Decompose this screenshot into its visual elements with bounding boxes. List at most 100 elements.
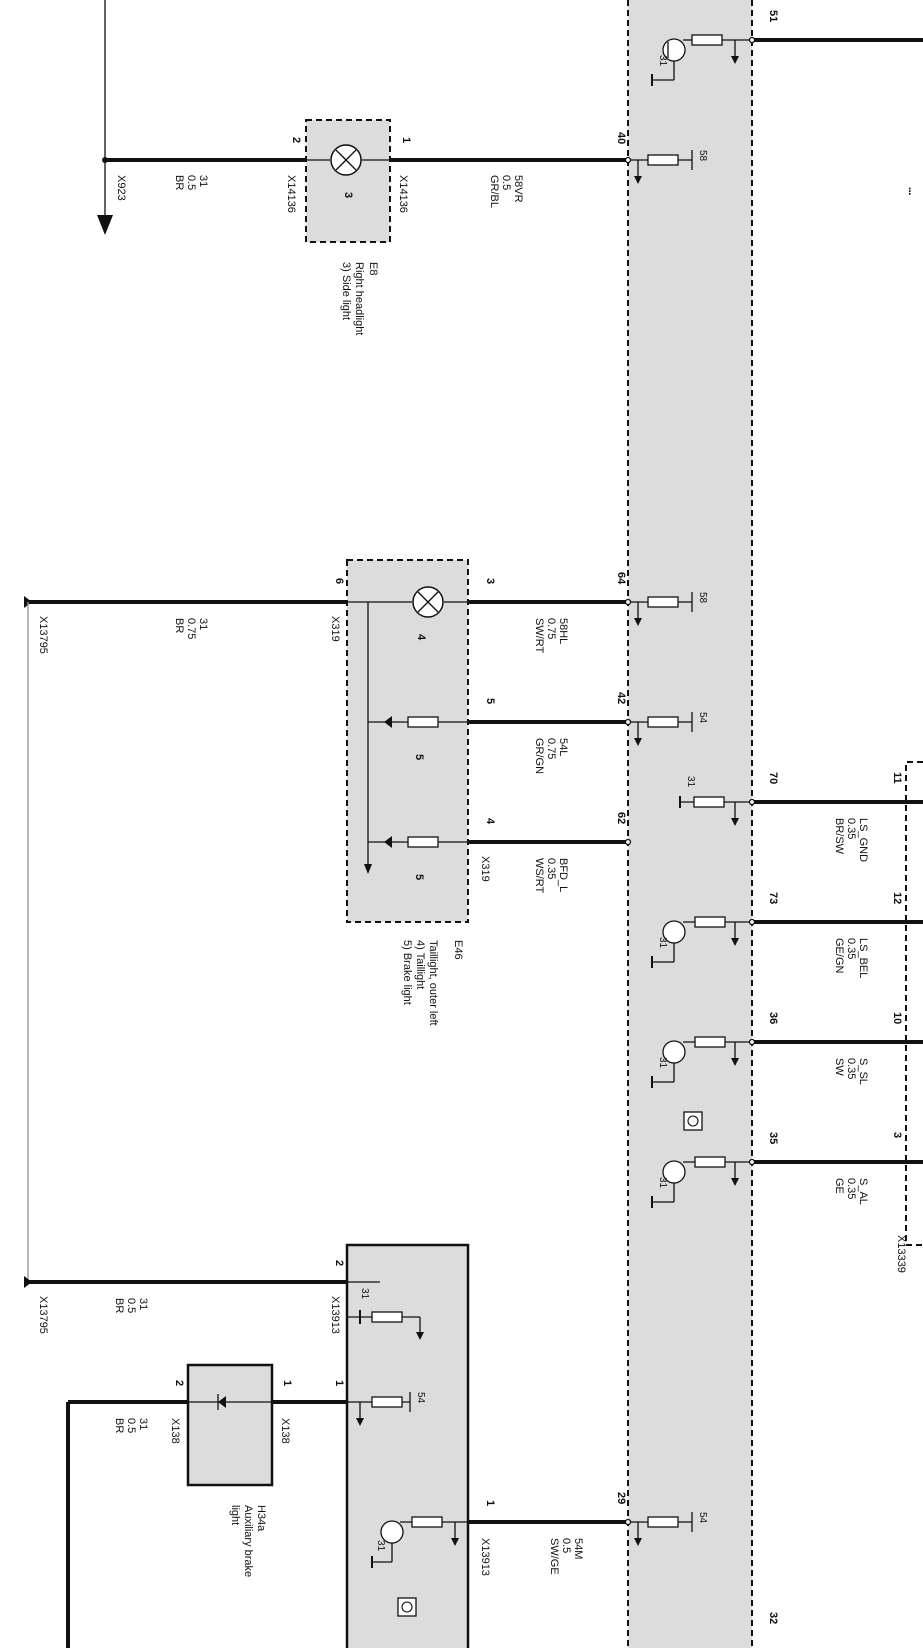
resistor-icon xyxy=(694,1036,726,1048)
wire-signal: LS_GND xyxy=(857,818,869,862)
e46-pin-6: 6 xyxy=(333,578,345,584)
e8-pin-1: 1 xyxy=(400,137,412,143)
wire-color: BR xyxy=(173,175,185,190)
wire-color: SW/RT xyxy=(533,618,545,654)
led-icon xyxy=(384,716,392,728)
h34a-aux-brake-light: 2 1 X138 X138 H34a Auxiliary brake light xyxy=(66,1363,293,1648)
gnd-label: 31 xyxy=(657,1057,668,1069)
arrow-icon xyxy=(731,1178,739,1186)
module-pin-62: 62 xyxy=(615,812,627,824)
arrow-icon xyxy=(634,738,642,746)
x13795-top: X13795 xyxy=(24,596,49,1280)
wire-size: 0.75 xyxy=(545,738,557,759)
wire-color: GR/GN xyxy=(533,738,545,774)
h34a-conn-b: X138 xyxy=(279,1418,291,1444)
wire-size: 0.75 xyxy=(545,618,557,639)
e8-box xyxy=(305,119,391,243)
arrow-icon xyxy=(634,1538,642,1546)
x13913-pin-2: 2 xyxy=(333,1260,345,1266)
h34a-desc1: Auxiliary brake xyxy=(242,1505,254,1577)
x13795-label-b: X13795 xyxy=(37,1296,49,1334)
e8-right-headlight: 3 2 1 X14136 X14136 E8 Right headlight 3… xyxy=(105,119,628,335)
gnd-label: 31 xyxy=(657,1177,668,1189)
led-icon xyxy=(384,836,392,848)
wire-color: SW/GE xyxy=(548,1538,560,1575)
module-pin-29: 29 xyxy=(615,1492,627,1504)
e46-pin-3: 3 xyxy=(484,578,496,584)
arrow-icon xyxy=(634,618,642,626)
resistor-icon xyxy=(371,1311,403,1323)
control-module xyxy=(627,0,753,1648)
logic-icon xyxy=(397,1597,417,1617)
x13913-pin-1b: 1 xyxy=(484,1500,496,1506)
x13913-conn-bottom: X13913 xyxy=(479,1538,491,1576)
supply-label: 54 xyxy=(697,1512,708,1524)
h34a-gnd-label: 31 0.5 BR xyxy=(113,1418,149,1433)
resistor-icon xyxy=(647,596,679,608)
terminal xyxy=(748,798,756,806)
gnd-label: 31 xyxy=(359,1288,370,1300)
module-pin-32: 32 xyxy=(767,1612,779,1624)
e8-feed-label: 58VR 0.5 GR/BL xyxy=(488,175,524,208)
module-pin-40: 40 xyxy=(615,132,627,144)
h34a-pin-1: 1 xyxy=(281,1380,293,1386)
x13339-connector: X13339 xyxy=(895,761,923,1273)
gnd-label: 31 xyxy=(657,937,668,949)
arrow-icon xyxy=(731,1058,739,1066)
wire-size: 0.5 xyxy=(500,175,512,190)
wire-color: GR/BL xyxy=(488,175,500,208)
wire-pin-51: 51 ⁝ xyxy=(752,10,923,198)
x13913-54-label: 54M 0.5 SW/GE xyxy=(548,1538,584,1575)
e46-id: E46 xyxy=(452,940,464,960)
internal-transistor-36: 31 xyxy=(651,1036,752,1131)
h34a-box xyxy=(186,1363,274,1487)
arrow-icon xyxy=(356,1418,364,1426)
wire-size: 0.35 xyxy=(845,818,857,839)
internal-transistor-73: 31 xyxy=(651,916,752,968)
wire-size: 0.75 xyxy=(185,618,197,639)
h34a-id: H34a xyxy=(255,1505,267,1532)
resistor-icon xyxy=(407,716,439,728)
terminal xyxy=(624,1518,632,1526)
x13913-gnd-label: 31 0.5 BR xyxy=(113,1298,149,1313)
x13913-pin-1a: 1 xyxy=(333,1380,345,1386)
wire-signal: 31 xyxy=(197,618,209,630)
supply-label: 58 xyxy=(697,592,708,604)
arrow-icon xyxy=(24,1276,32,1288)
e46-lamp-ref: 4 xyxy=(415,634,427,641)
wire-signal: 31 xyxy=(197,175,209,187)
resistor-icon xyxy=(407,836,439,848)
h34a-desc2: light xyxy=(229,1505,241,1525)
h34a-pin-2: 2 xyxy=(173,1380,185,1386)
terminal xyxy=(748,1158,756,1166)
e46-54-label: 54L 0.75 GR/GN xyxy=(533,738,569,774)
lamp-cross xyxy=(417,591,439,613)
arrow-icon xyxy=(416,1332,424,1340)
resistor-icon xyxy=(691,34,723,46)
e8-lamp-ref: 3 xyxy=(342,192,354,198)
e46-pin-5: 5 xyxy=(484,698,496,704)
module-pin-42: 42 xyxy=(615,692,627,704)
module-pin-73: 73 xyxy=(767,892,779,904)
ls-gnd-label: LS_GND 0.35 BR/SW xyxy=(833,818,869,862)
internal-supply-42: 54 xyxy=(628,712,708,746)
module-pin-70: 70 xyxy=(767,772,779,784)
x13913-module: X13795 2 X13913 31 1 54 1 X13913 31 xyxy=(24,1243,628,1648)
e8-desc1: Right headlight xyxy=(353,262,365,335)
resistor-icon xyxy=(694,1156,726,1168)
resistor-icon xyxy=(411,1516,443,1528)
internal-supply-64: 58 xyxy=(628,592,708,626)
internal-transistor-top: 31 xyxy=(651,34,752,86)
gnd-label: 31 xyxy=(657,55,668,67)
x13913-conn-top: X13913 xyxy=(329,1296,341,1334)
wire-signal: 31 xyxy=(137,1418,149,1430)
wire-signal: 54M xyxy=(572,1538,584,1559)
arrow-icon xyxy=(451,1538,459,1546)
lamp-cross xyxy=(335,149,357,171)
e46-conn-gnd: X319 xyxy=(329,616,341,642)
ls-bel-label: LS_BEL 0.35 GE/GN xyxy=(833,938,869,978)
gnd-label: 31 xyxy=(685,776,696,788)
logic-icon xyxy=(683,1111,703,1131)
arrow-icon xyxy=(731,818,739,826)
x13339-wires: 70 73 36 35 11 12 10 3 xyxy=(752,772,923,1164)
